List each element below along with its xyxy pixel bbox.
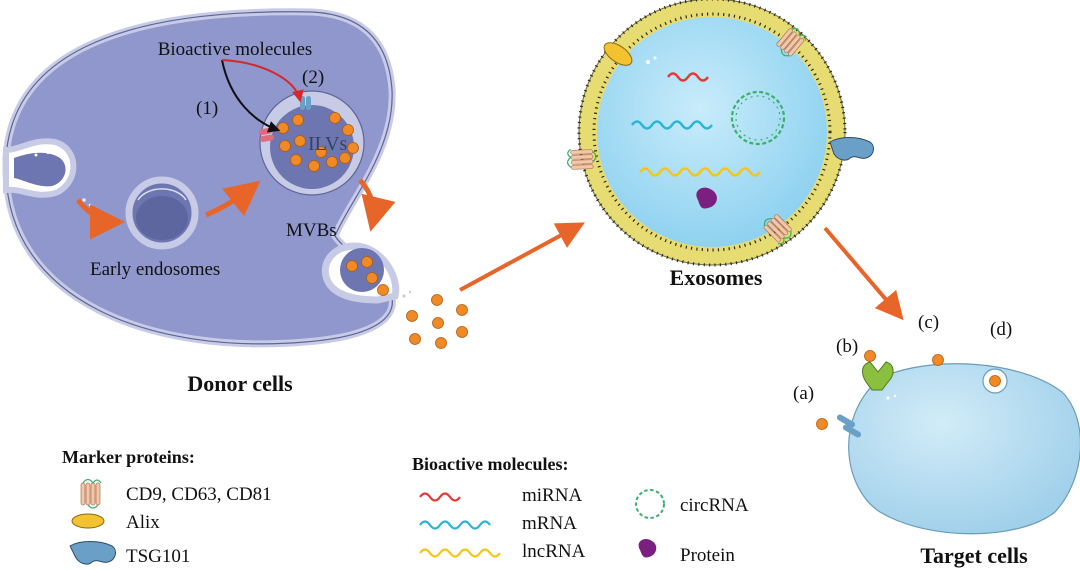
exosome-protein bbox=[696, 187, 717, 209]
exosome-mirna bbox=[667, 72, 709, 82]
exocytosis-site bbox=[321, 242, 400, 304]
target-cell bbox=[816, 350, 1080, 535]
legend-mirna-label: miRNA bbox=[522, 485, 582, 506]
arrow-pit-to-endosome bbox=[76, 198, 125, 240]
exosome-mrna bbox=[631, 120, 713, 130]
multivesicular-body bbox=[258, 90, 365, 196]
legend-lncrna-icon bbox=[419, 548, 501, 558]
donor-cells-title: Donor cells bbox=[187, 371, 293, 396]
endocytic-pit bbox=[3, 138, 77, 198]
legend-circrna-icon bbox=[635, 489, 665, 519]
legend-protein-label: Protein bbox=[680, 545, 735, 566]
legend-mrna-icon bbox=[419, 520, 491, 530]
target-cells-title: Target cells bbox=[920, 543, 1028, 568]
early-endosomes-label: Early endosomes bbox=[90, 259, 220, 280]
legend-circrna-label: circRNA bbox=[680, 495, 749, 516]
target-fusing-exosome bbox=[932, 354, 944, 366]
released-exosomes bbox=[402, 290, 468, 349]
exosome-tsg101 bbox=[829, 137, 874, 161]
donor-cell: Bioactive molecules (1) (2) ILVs MVBs Ea… bbox=[2, 8, 400, 348]
legend-alix-label: Alix bbox=[126, 512, 160, 533]
target-endocytosed-exosome bbox=[982, 368, 1008, 394]
legend-tsg101-icon bbox=[69, 541, 116, 565]
pathway-1-label: (1) bbox=[196, 98, 218, 119]
legend-protein-icon bbox=[638, 539, 657, 558]
legend-lncrna-label: lncRNA bbox=[522, 541, 586, 562]
arrow-mvb-to-membrane bbox=[358, 178, 396, 232]
legend-cd-marker-icon bbox=[80, 478, 102, 509]
legend-marker-proteins: Marker proteins: CD9, CD63, CD81 Alix TS… bbox=[62, 447, 272, 567]
mvb-label: MVBs bbox=[286, 220, 337, 241]
route-c-label: (c) bbox=[918, 312, 939, 333]
bioactive-molecules-heading: Bioactive molecules: bbox=[412, 454, 568, 474]
exosome bbox=[566, 0, 874, 267]
legend-bioactive-molecules: Bioactive molecules: miRNA mRNA lncRNA c… bbox=[412, 454, 749, 566]
legend-cd-label: CD9, CD63, CD81 bbox=[126, 484, 272, 505]
legend-mrna-label: mRNA bbox=[522, 513, 577, 534]
marker-proteins-heading: Marker proteins: bbox=[62, 447, 195, 467]
legend-tsg101-label: TSG101 bbox=[126, 546, 190, 567]
legend-mirna-icon bbox=[419, 492, 461, 502]
legend-alix-icon bbox=[71, 513, 105, 529]
exosome-lncrna bbox=[639, 167, 761, 177]
ilv-label: ILVs bbox=[308, 133, 347, 155]
pathway-1-arrow bbox=[221, 59, 281, 133]
early-endosome bbox=[125, 176, 199, 250]
target-receptor-binding bbox=[862, 350, 894, 391]
exosome-alix bbox=[603, 42, 633, 66]
route-a-label: (a) bbox=[793, 383, 814, 404]
route-b-label: (b) bbox=[836, 336, 858, 357]
target-ligand-interaction bbox=[816, 414, 862, 438]
pathway-2-label: (2) bbox=[302, 67, 324, 88]
target-cell-membrane bbox=[848, 363, 1080, 535]
exosomes-title: Exosomes bbox=[670, 265, 763, 290]
arrow-endosome-to-mvb bbox=[205, 180, 261, 218]
pathway-2-arrow bbox=[221, 59, 304, 103]
mvb-receptor-top bbox=[300, 96, 311, 110]
arrow-to-target bbox=[823, 226, 904, 321]
route-d-label: (d) bbox=[990, 319, 1012, 340]
bioactive-molecules-label: Bioactive molecules bbox=[158, 39, 313, 60]
arrow-to-exosome bbox=[459, 222, 585, 292]
exosome-circrna bbox=[730, 90, 786, 146]
